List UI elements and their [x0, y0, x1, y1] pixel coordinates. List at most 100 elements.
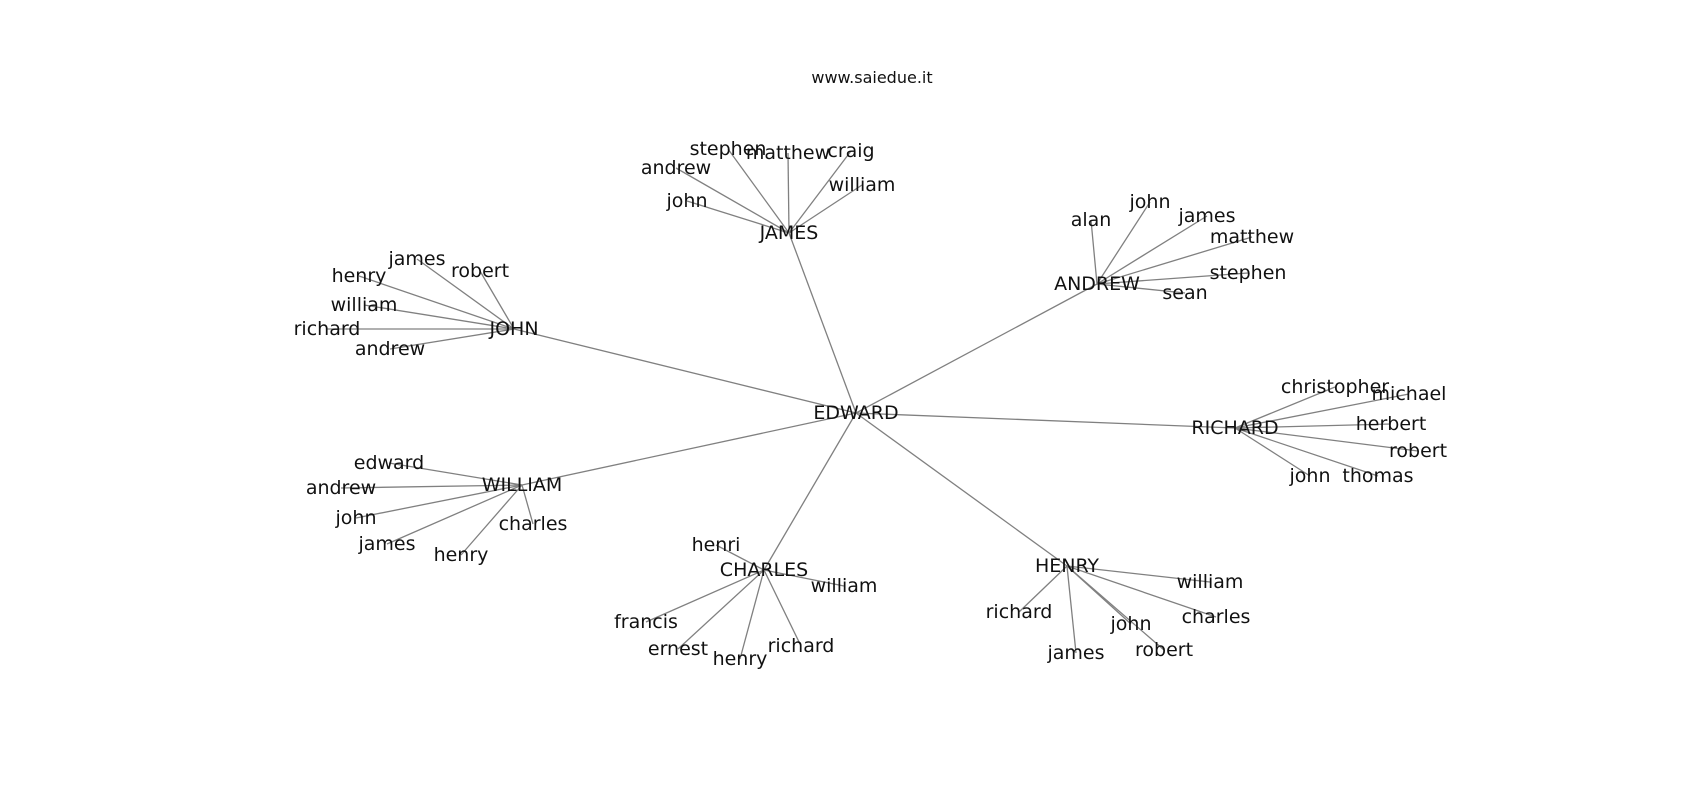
hub-node-label-william: WILLIAM	[482, 474, 563, 496]
edge-andrew-to-matthew	[1096, 236, 1253, 285]
hub-node-label-james: JAMES	[759, 222, 819, 244]
leaf-node-label-henry: john	[1110, 613, 1152, 635]
edge-charles-to-william	[763, 569, 845, 587]
leaf-node-label-james: william	[829, 174, 896, 196]
leaf-node-label-andrew: stephen	[1210, 262, 1287, 284]
leaf-node-label-andrew: alan	[1071, 209, 1112, 231]
leaf-node-label-andrew: matthew	[1210, 226, 1294, 248]
leaf-node-label-james: andrew	[641, 157, 711, 179]
hub-node-label-richard: RICHARD	[1191, 417, 1278, 439]
edge-james-to-craig	[788, 150, 852, 234]
edge-richard-to-thomas	[1234, 427, 1379, 477]
edge-john-to-andrew	[389, 328, 515, 350]
leaf-node-label-james: john	[666, 190, 708, 212]
leaf-node-label-charles: ernest	[648, 638, 708, 660]
edge-andrew-to-stephen	[1096, 272, 1249, 285]
hub-node-label-john: JOHN	[488, 318, 538, 340]
leaf-node-label-john: henry	[332, 265, 387, 287]
edge-andrew-to-alan	[1090, 219, 1098, 285]
labels-layer: EDWARDJAMESstephenmatthewcraigandrewwill…	[294, 138, 1447, 670]
leaf-node-label-william: andrew	[306, 477, 376, 499]
edge-james-to-william	[788, 184, 863, 234]
edge-root-to-charles	[763, 412, 857, 571]
edge-william-to-charles	[521, 484, 534, 525]
leaf-node-label-william: edward	[354, 452, 424, 474]
edge-root-to-henry	[855, 412, 1068, 567]
edge-james-to-stephen	[727, 148, 790, 234]
hub-node-label-charles: CHARLES	[720, 559, 808, 581]
leaf-node-label-richard: thomas	[1342, 465, 1413, 487]
leaf-node-label-andrew: john	[1129, 191, 1171, 213]
leaf-node-label-charles: henri	[692, 534, 741, 556]
edge-james-to-matthew	[787, 152, 790, 234]
leaf-node-label-charles: francis	[614, 611, 678, 633]
leaf-node-label-john: william	[331, 294, 398, 316]
leaf-node-label-richard: herbert	[1356, 413, 1427, 435]
edge-richard-to-michael	[1234, 393, 1410, 429]
edge-root-to-james	[788, 232, 857, 414]
leaf-node-label-william: henry	[434, 544, 489, 566]
leaf-node-label-john: richard	[294, 318, 361, 340]
edge-john-to-henry	[358, 275, 515, 330]
leaf-node-label-henry: charles	[1182, 606, 1251, 628]
leaf-node-label-charles: richard	[768, 635, 835, 657]
leaf-node-label-john: andrew	[355, 338, 425, 360]
leaf-node-label-james: stephen	[690, 138, 767, 160]
leaf-node-label-richard: robert	[1389, 440, 1447, 462]
leaf-node-label-henry: richard	[986, 601, 1053, 623]
leaf-node-label-william: james	[357, 533, 415, 555]
edge-henry-to-james	[1066, 565, 1077, 654]
edge-william-to-john	[355, 484, 523, 519]
leaf-node-label-john: robert	[451, 260, 509, 282]
edge-charles-to-ernest	[677, 569, 765, 650]
leaf-node-label-william: john	[335, 507, 377, 529]
leaf-node-label-john: james	[387, 248, 445, 270]
edge-william-to-james	[386, 484, 523, 545]
watermark-text: www.saiedue.it	[811, 68, 932, 87]
edge-root-to-john	[513, 328, 857, 414]
edge-henry-to-richard	[1018, 565, 1068, 613]
edge-root-to-richard	[855, 412, 1236, 429]
edge-charles-to-henri	[715, 544, 765, 571]
leaf-node-label-andrew: james	[1177, 205, 1235, 227]
root-node-label: EDWARD	[813, 402, 898, 424]
leaf-node-label-richard: john	[1289, 465, 1331, 487]
edge-andrew-to-james	[1096, 215, 1208, 285]
edge-root-to-william	[521, 412, 857, 486]
edge-richard-to-robert	[1234, 427, 1419, 452]
leaf-node-label-henry: william	[1177, 571, 1244, 593]
edge-william-to-edward	[388, 462, 523, 486]
leaf-node-label-henry: robert	[1135, 639, 1193, 661]
edge-richard-to-herbert	[1234, 423, 1392, 429]
hub-node-label-henry: HENRY	[1035, 555, 1099, 577]
edge-charles-to-richard	[763, 569, 802, 647]
edge-root-to-andrew	[855, 283, 1098, 414]
edge-william-to-andrew	[340, 484, 523, 489]
leaf-node-label-james: matthew	[746, 142, 830, 164]
leaf-node-label-charles: henry	[713, 648, 768, 670]
edge-john-to-robert	[479, 270, 515, 330]
edge-william-to-henry	[460, 484, 523, 556]
edge-john-to-william	[363, 304, 515, 330]
edge-henry-to-robert	[1066, 565, 1165, 651]
edge-andrew-to-john	[1096, 201, 1151, 285]
edge-andrew-to-sean	[1096, 283, 1186, 294]
leaf-node-label-henry: james	[1046, 642, 1104, 664]
edge-richard-to-john	[1234, 427, 1311, 477]
edge-john-to-james	[416, 258, 515, 330]
edge-james-to-andrew	[675, 167, 790, 234]
edges-layer	[327, 148, 1419, 660]
leaf-node-label-james: craig	[827, 140, 874, 162]
edge-james-to-john	[686, 200, 790, 234]
leaf-node-label-andrew: sean	[1162, 282, 1207, 304]
leaf-node-label-richard: michael	[1372, 383, 1447, 405]
edge-henry-to-william	[1066, 565, 1211, 583]
edge-henry-to-charles	[1066, 565, 1217, 618]
edge-charles-to-francis	[645, 569, 765, 623]
edge-charles-to-henry	[739, 569, 765, 660]
edge-richard-to-christopher	[1234, 386, 1336, 429]
leaf-node-label-richard: christopher	[1281, 376, 1389, 398]
leaf-node-label-william: charles	[499, 513, 568, 535]
hub-node-label-andrew: ANDREW	[1054, 273, 1140, 295]
